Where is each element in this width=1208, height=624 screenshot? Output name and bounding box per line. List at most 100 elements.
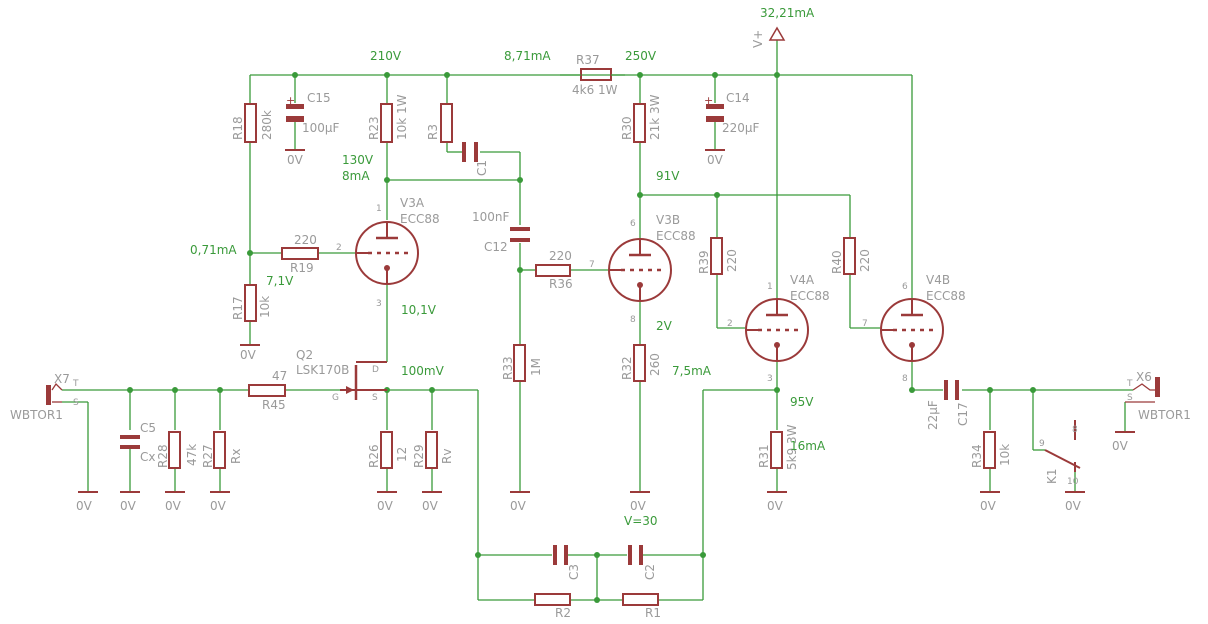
label-r32: R32 — [620, 356, 634, 380]
label-c15: C15 — [307, 91, 331, 105]
resistor-r23 — [380, 103, 393, 143]
svg-text:1: 1 — [376, 204, 382, 214]
resistor-r18 — [244, 103, 257, 143]
svg-text:8: 8 — [630, 315, 636, 325]
gnd-x6: 0V — [1112, 439, 1129, 453]
type-q2: LSK170B — [296, 363, 349, 377]
resistor-r17 — [244, 284, 257, 322]
resistor-r2 — [534, 593, 571, 606]
value-r30: 21k 3W — [648, 94, 662, 140]
svg-text:+: + — [704, 94, 713, 107]
label-r29: R29 — [412, 444, 426, 468]
svg-text:8: 8 — [902, 374, 908, 384]
ground-labels: 0V 0V 0V 0V 0V 0V 0V 0V 0V 0V 0V 0V 0V 0… — [76, 153, 1129, 513]
label-c17: C17 — [956, 402, 970, 426]
annotation-v-250: 250V — [625, 49, 657, 63]
svg-text:1: 1 — [767, 282, 773, 292]
resistor-r39 — [710, 237, 723, 275]
svg-text:S: S — [1127, 393, 1133, 403]
label-c1: C1 — [475, 160, 489, 176]
annotation-v-130: 130V — [342, 153, 374, 167]
value-r31: 5k9 3W — [785, 424, 799, 470]
gnd-r34: 0V — [980, 499, 997, 513]
value-r29: Rv — [440, 449, 454, 464]
svg-text:T: T — [72, 379, 79, 389]
resistor-r29 — [425, 431, 438, 469]
resistor-r27 — [213, 431, 226, 469]
label-r40: R40 — [830, 250, 844, 274]
svg-text:7: 7 — [589, 260, 595, 270]
label-r37: R37 — [576, 53, 600, 67]
annotation-v-101: 10,1V — [401, 303, 437, 317]
resistor-r1 — [622, 593, 659, 606]
type-x6: WBTOR1 — [1138, 408, 1191, 422]
resistor-r40 — [843, 237, 856, 275]
ground-symbols — [78, 149, 1135, 493]
annotation-i-871: 8,71mA — [504, 49, 551, 63]
value-c17: 22µF — [926, 400, 940, 430]
label-r27: R27 — [201, 444, 215, 468]
label-r39: R39 — [697, 250, 711, 274]
annotation-v-30: V=30 — [624, 514, 658, 528]
value-r36: 220 — [549, 249, 572, 263]
capacitor-c3 — [553, 545, 568, 565]
resistor-r32 — [633, 344, 646, 382]
value-r18: 280k — [260, 110, 274, 140]
value-r39: 220 — [725, 249, 739, 272]
svg-text:T: T — [1126, 379, 1133, 389]
label-c2: C2 — [643, 564, 657, 580]
annotations: 32,21mA 210V 8,71mA 250V 130V 8mA 91V 0,… — [190, 6, 826, 528]
resistor-r28 — [168, 431, 181, 469]
tube-v3b — [608, 238, 672, 302]
label-c3: C3 — [567, 564, 581, 580]
label-r45: R45 — [262, 398, 286, 412]
label-v3b: V3B — [656, 213, 680, 227]
resistor-r30 — [633, 103, 646, 143]
label-r31: R31 — [757, 444, 771, 468]
gnd-r33: 0V — [510, 499, 527, 513]
gnd-r27: 0V — [210, 499, 227, 513]
gnd-c14: 0V — [707, 153, 724, 167]
supply-vplus — [768, 26, 786, 41]
label-r34: R34 — [970, 444, 984, 468]
tube-v4b — [880, 298, 944, 362]
resistor-r36 — [535, 264, 571, 277]
annotation-i-total: 32,21mA — [760, 6, 815, 20]
svg-text:D: D — [372, 365, 379, 375]
svg-text:S: S — [372, 393, 378, 403]
annotation-mv-100: 100mV — [401, 364, 445, 378]
label-r3: R3 — [426, 124, 440, 140]
annotation-v-95: 95V — [790, 395, 814, 409]
gnd-r17: 0V — [240, 348, 257, 362]
capacitor-c12 — [510, 227, 530, 242]
label-r33: R33 — [501, 356, 515, 380]
resistor-r34 — [983, 431, 996, 469]
label-c12: C12 — [484, 240, 508, 254]
tube-v3a — [355, 221, 419, 285]
label-c14: C14 — [726, 91, 750, 105]
wires — [62, 40, 1133, 601]
gnd-x7: 0V — [76, 499, 93, 513]
label-r23: R23 — [367, 116, 381, 140]
switch-k1 — [1044, 420, 1081, 472]
svg-text:3: 3 — [376, 299, 382, 309]
label-r18: R18 — [231, 116, 245, 140]
value-r26: 12 — [395, 447, 409, 462]
type-v4b: ECC88 — [926, 289, 966, 303]
capacitor-c5 — [120, 435, 140, 449]
value-r40: 220 — [858, 249, 872, 272]
value-r19: 220 — [294, 233, 317, 247]
connector-x7 — [46, 382, 63, 405]
gnd-r26: 0V — [377, 499, 394, 513]
svg-text:10: 10 — [1067, 477, 1079, 487]
annotation-v-210: 210V — [370, 49, 402, 63]
value-c14: 220µF — [722, 121, 760, 135]
annotation-i-8: 8mA — [342, 169, 370, 183]
jfet-q2 — [340, 361, 387, 400]
resistor-r3 — [440, 103, 453, 143]
label-c5: C5 — [140, 421, 156, 435]
value-c5: Cx — [140, 450, 155, 464]
resistor-r33 — [513, 344, 526, 382]
